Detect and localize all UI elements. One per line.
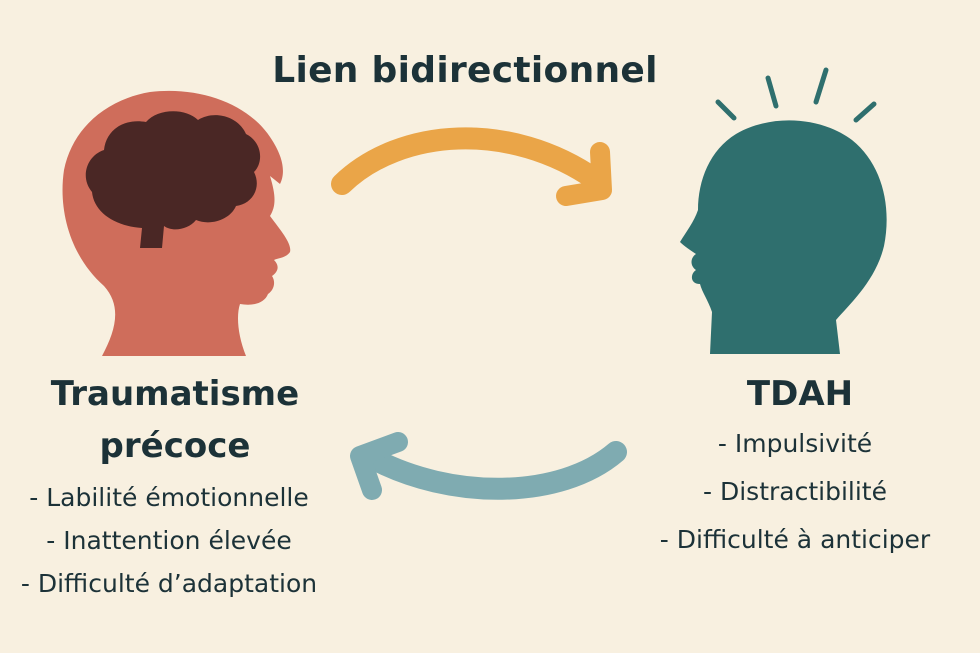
top-arrowhead-icon xyxy=(556,142,612,206)
list-item: Distractibilité xyxy=(610,468,980,516)
left-symptom-list: Labilité émotionnelle Inattention élevée… xyxy=(0,476,338,605)
adult-head-silhouette xyxy=(680,120,887,354)
bottom-arrow-icon xyxy=(361,441,627,500)
right-symptom-list: Impulsivité Distractibilité Difficulté à… xyxy=(610,420,980,564)
diagram-title: Lien bidirectionnel xyxy=(272,50,658,91)
radiating-lines-icon xyxy=(715,67,877,123)
list-item: Difficulté à anticiper xyxy=(610,516,980,564)
left-heading-line1: Traumatisme xyxy=(50,374,300,414)
list-item: Difficulté d’adaptation xyxy=(0,562,338,605)
list-item: Inattention élevée xyxy=(0,519,338,562)
left-heading-line2: précoce xyxy=(99,426,251,466)
left-heading: Traumatisme précoce xyxy=(20,368,330,472)
top-arrow-icon xyxy=(331,127,607,195)
brain-icon xyxy=(85,111,261,248)
bottom-arrowhead-icon xyxy=(350,432,408,500)
list-item: Impulsivité xyxy=(610,420,980,468)
right-heading: TDAH xyxy=(746,374,854,414)
list-item: Labilité émotionnelle xyxy=(0,476,338,519)
